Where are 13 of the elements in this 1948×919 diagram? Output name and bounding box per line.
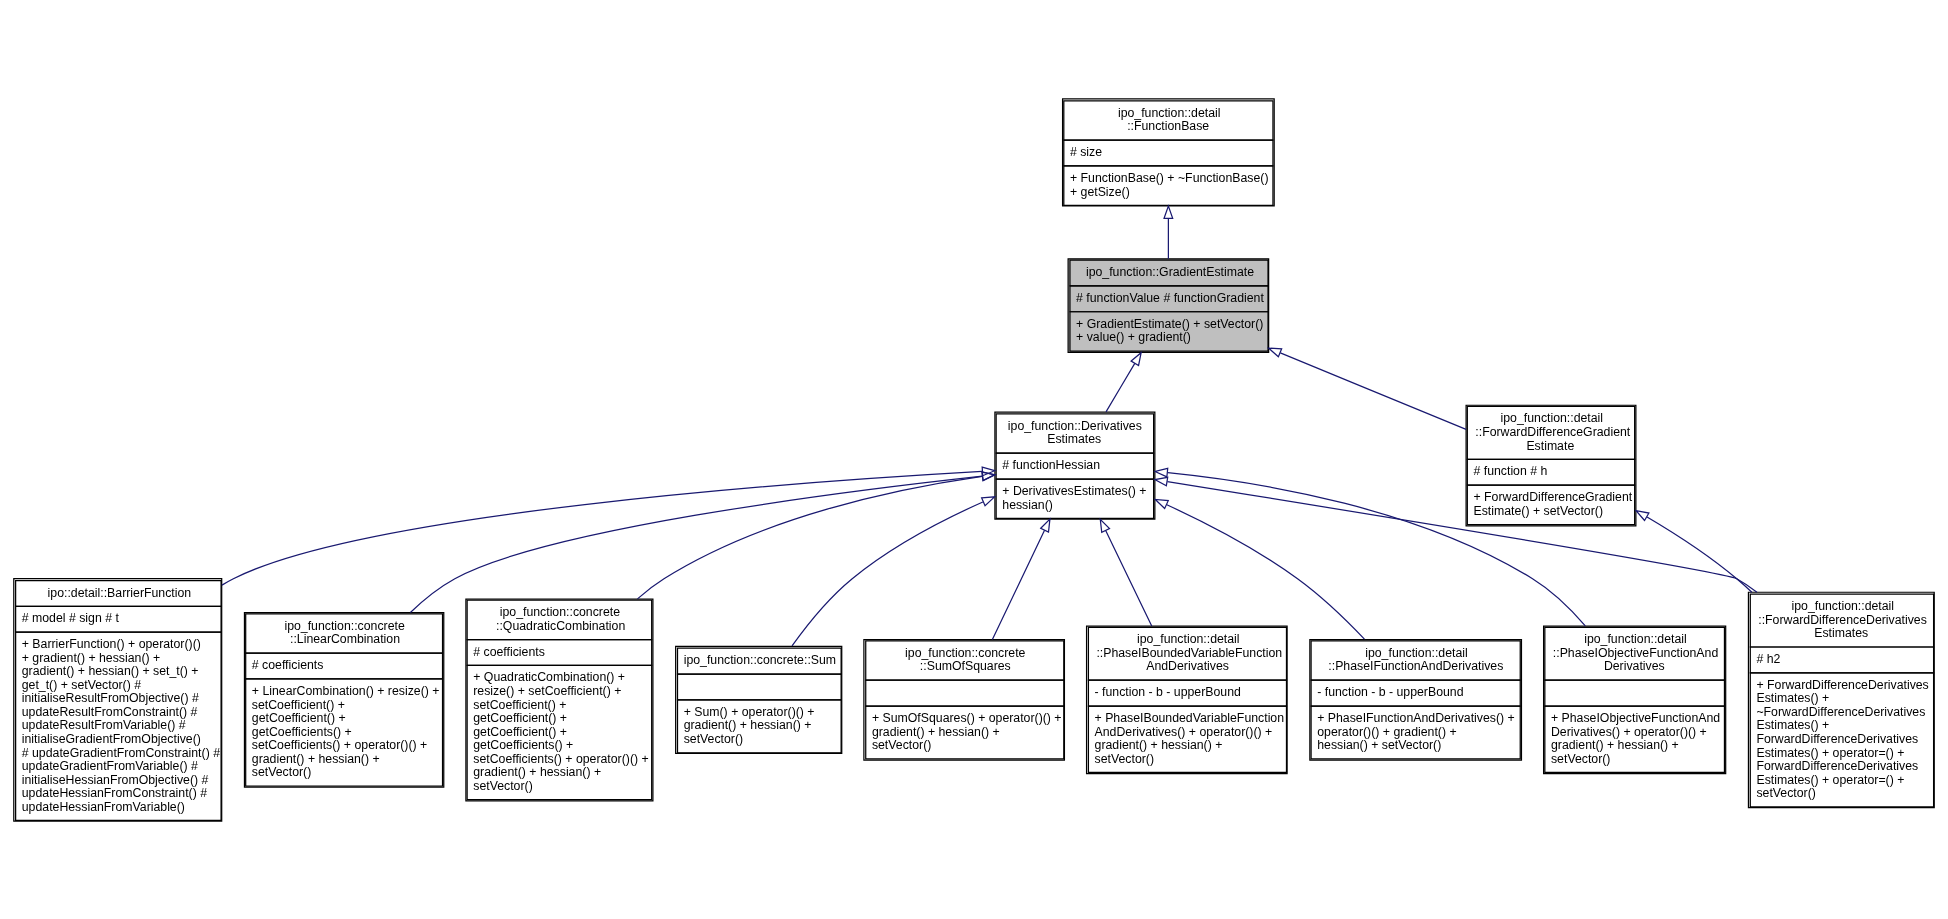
arrow [1163,203,1174,259]
arrow [221,465,997,586]
arrow [791,495,997,647]
arrow [409,470,997,613]
arrow [1266,346,1467,430]
arrow [636,470,997,599]
arrow [1105,350,1143,412]
arrow [991,516,1051,640]
arrow [1153,498,1366,640]
arrow [1099,517,1153,627]
arrow [1153,467,1586,627]
arrow [1153,476,1758,593]
arrow [1634,509,1753,593]
